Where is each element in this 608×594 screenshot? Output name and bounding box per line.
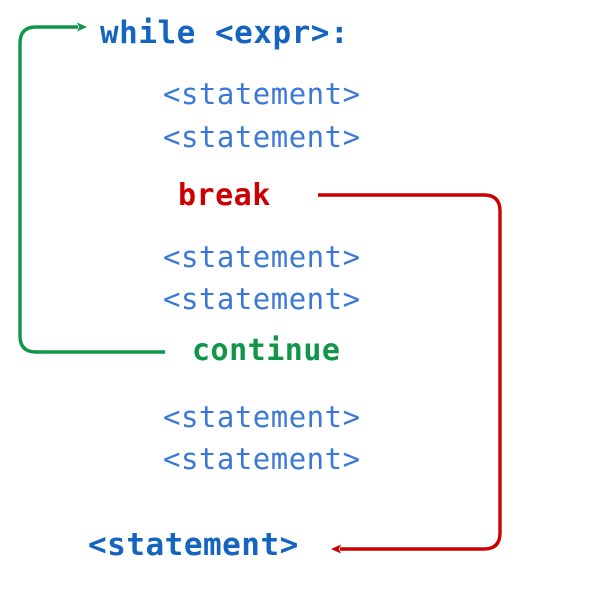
code-line-statement-3: <statement> [163, 240, 361, 274]
code-line-statement-4: <statement> [163, 282, 361, 316]
code-line-statement-1: <statement> [163, 77, 361, 111]
code-line-break-keyword: break [178, 178, 271, 213]
code-line-statement-5: <statement> [163, 400, 361, 434]
code-line-statement-after-loop: <statement> [88, 527, 299, 563]
code-line-continue-keyword: continue [192, 333, 341, 368]
code-line-statement-2: <statement> [163, 120, 361, 154]
code-line-statement-6: <statement> [163, 442, 361, 476]
continue-flow-arrow [18, 22, 165, 354]
code-line-while-header: while <expr>: [100, 15, 350, 51]
